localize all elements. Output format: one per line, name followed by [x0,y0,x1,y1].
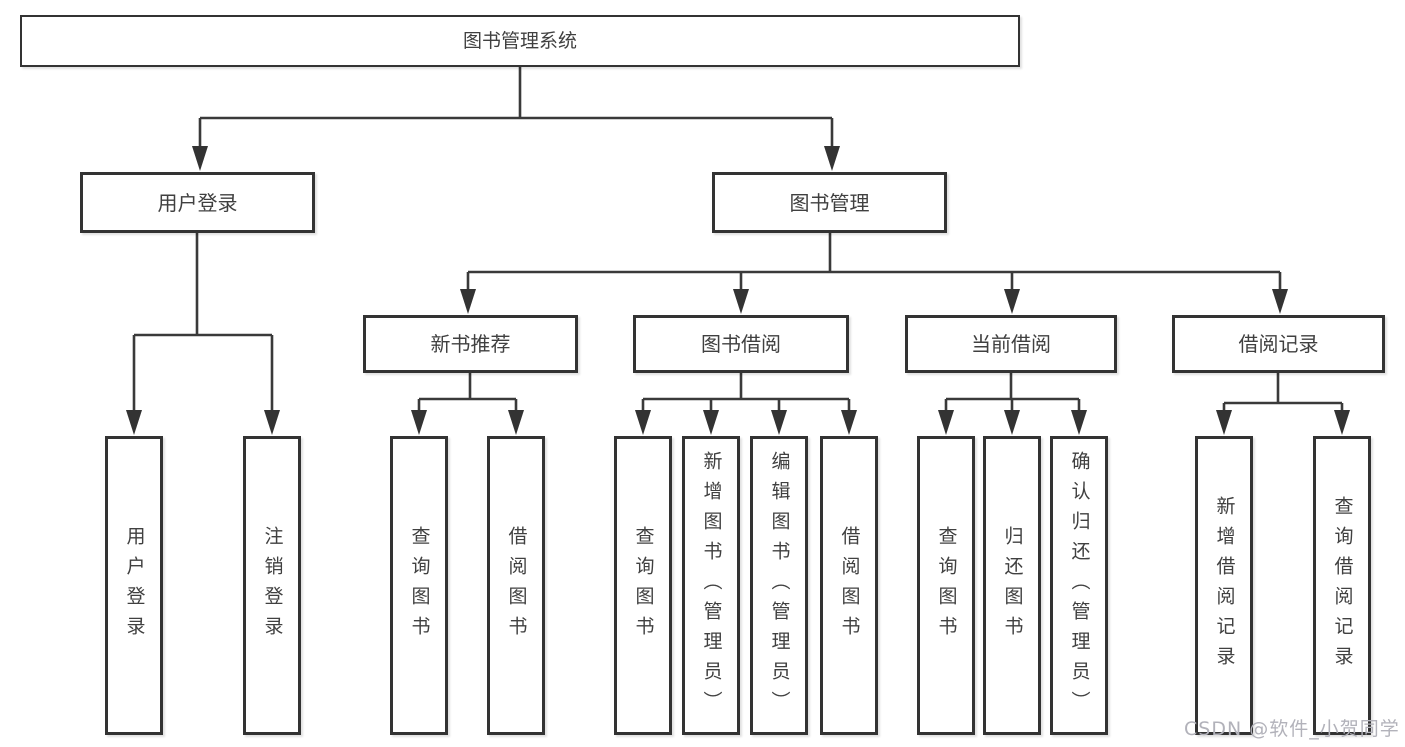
leaf-query-books-borrow: 查询图书 [614,436,672,735]
leaf-query-books-borrow-label: 查询图书 [632,525,655,646]
leaf-query-borrow-record: 查询借阅记录 [1313,436,1371,735]
node-book-management: 图书管理 [712,172,947,233]
node-new-book-recommend-label: 新书推荐 [430,332,511,356]
leaf-borrow-books-recommend: 借阅图书 [487,436,545,735]
leaf-borrow-books-label: 借阅图书 [838,525,861,646]
node-current-borrow: 当前借阅 [905,315,1117,373]
leaf-query-books-recommend: 查询图书 [390,436,448,735]
leaf-user-login: 用户登录 [105,436,163,735]
leaf-user-login-label: 用户登录 [123,525,146,646]
node-borrow-records: 借阅记录 [1172,315,1385,373]
leaf-query-books-current: 查询图书 [917,436,975,735]
node-root-label: 图书管理系统 [462,29,577,52]
leaf-borrow-books: 借阅图书 [820,436,878,735]
leaf-confirm-return-admin: 确认归还（管理员） [1050,436,1108,735]
node-root-system: 图书管理系统 [20,15,1020,67]
node-borrow-records-label: 借阅记录 [1238,332,1319,356]
leaf-add-borrow-record-label: 新增借阅记录 [1213,495,1236,676]
leaf-borrow-books-recommend-label: 借阅图书 [505,525,528,646]
node-new-book-recommend: 新书推荐 [363,315,578,373]
leaf-logout-login-label: 注销登录 [261,525,284,646]
leaf-query-borrow-record-label: 查询借阅记录 [1331,495,1354,676]
leaf-add-books-admin: 新增图书（管理员） [682,436,740,735]
node-book-borrow-label: 图书借阅 [701,332,781,356]
node-book-borrow: 图书借阅 [633,315,849,373]
node-book-management-label: 图书管理 [789,190,870,215]
leaf-add-borrow-record: 新增借阅记录 [1195,436,1253,735]
leaf-logout-login: 注销登录 [243,436,301,735]
leaf-add-books-admin-label: 新增图书（管理员） [700,450,723,721]
leaf-query-books-recommend-label: 查询图书 [408,525,431,646]
arrowheads [126,146,1350,435]
leaf-edit-books-admin-label: 编辑图书（管理员） [768,450,791,721]
leaf-edit-books-admin: 编辑图书（管理员） [750,436,808,735]
leaf-confirm-return-admin-label: 确认归还（管理员） [1068,450,1091,721]
leaf-query-books-current-label: 查询图书 [935,525,958,646]
node-current-borrow-label: 当前借阅 [971,332,1051,356]
node-user-login: 用户登录 [80,172,315,233]
node-user-login-label: 用户登录 [157,190,238,215]
leaf-return-books-label: 归还图书 [1001,525,1024,646]
watermark: CSDN @软件_小贺同学 [1184,718,1400,740]
leaf-return-books: 归还图书 [983,436,1041,735]
